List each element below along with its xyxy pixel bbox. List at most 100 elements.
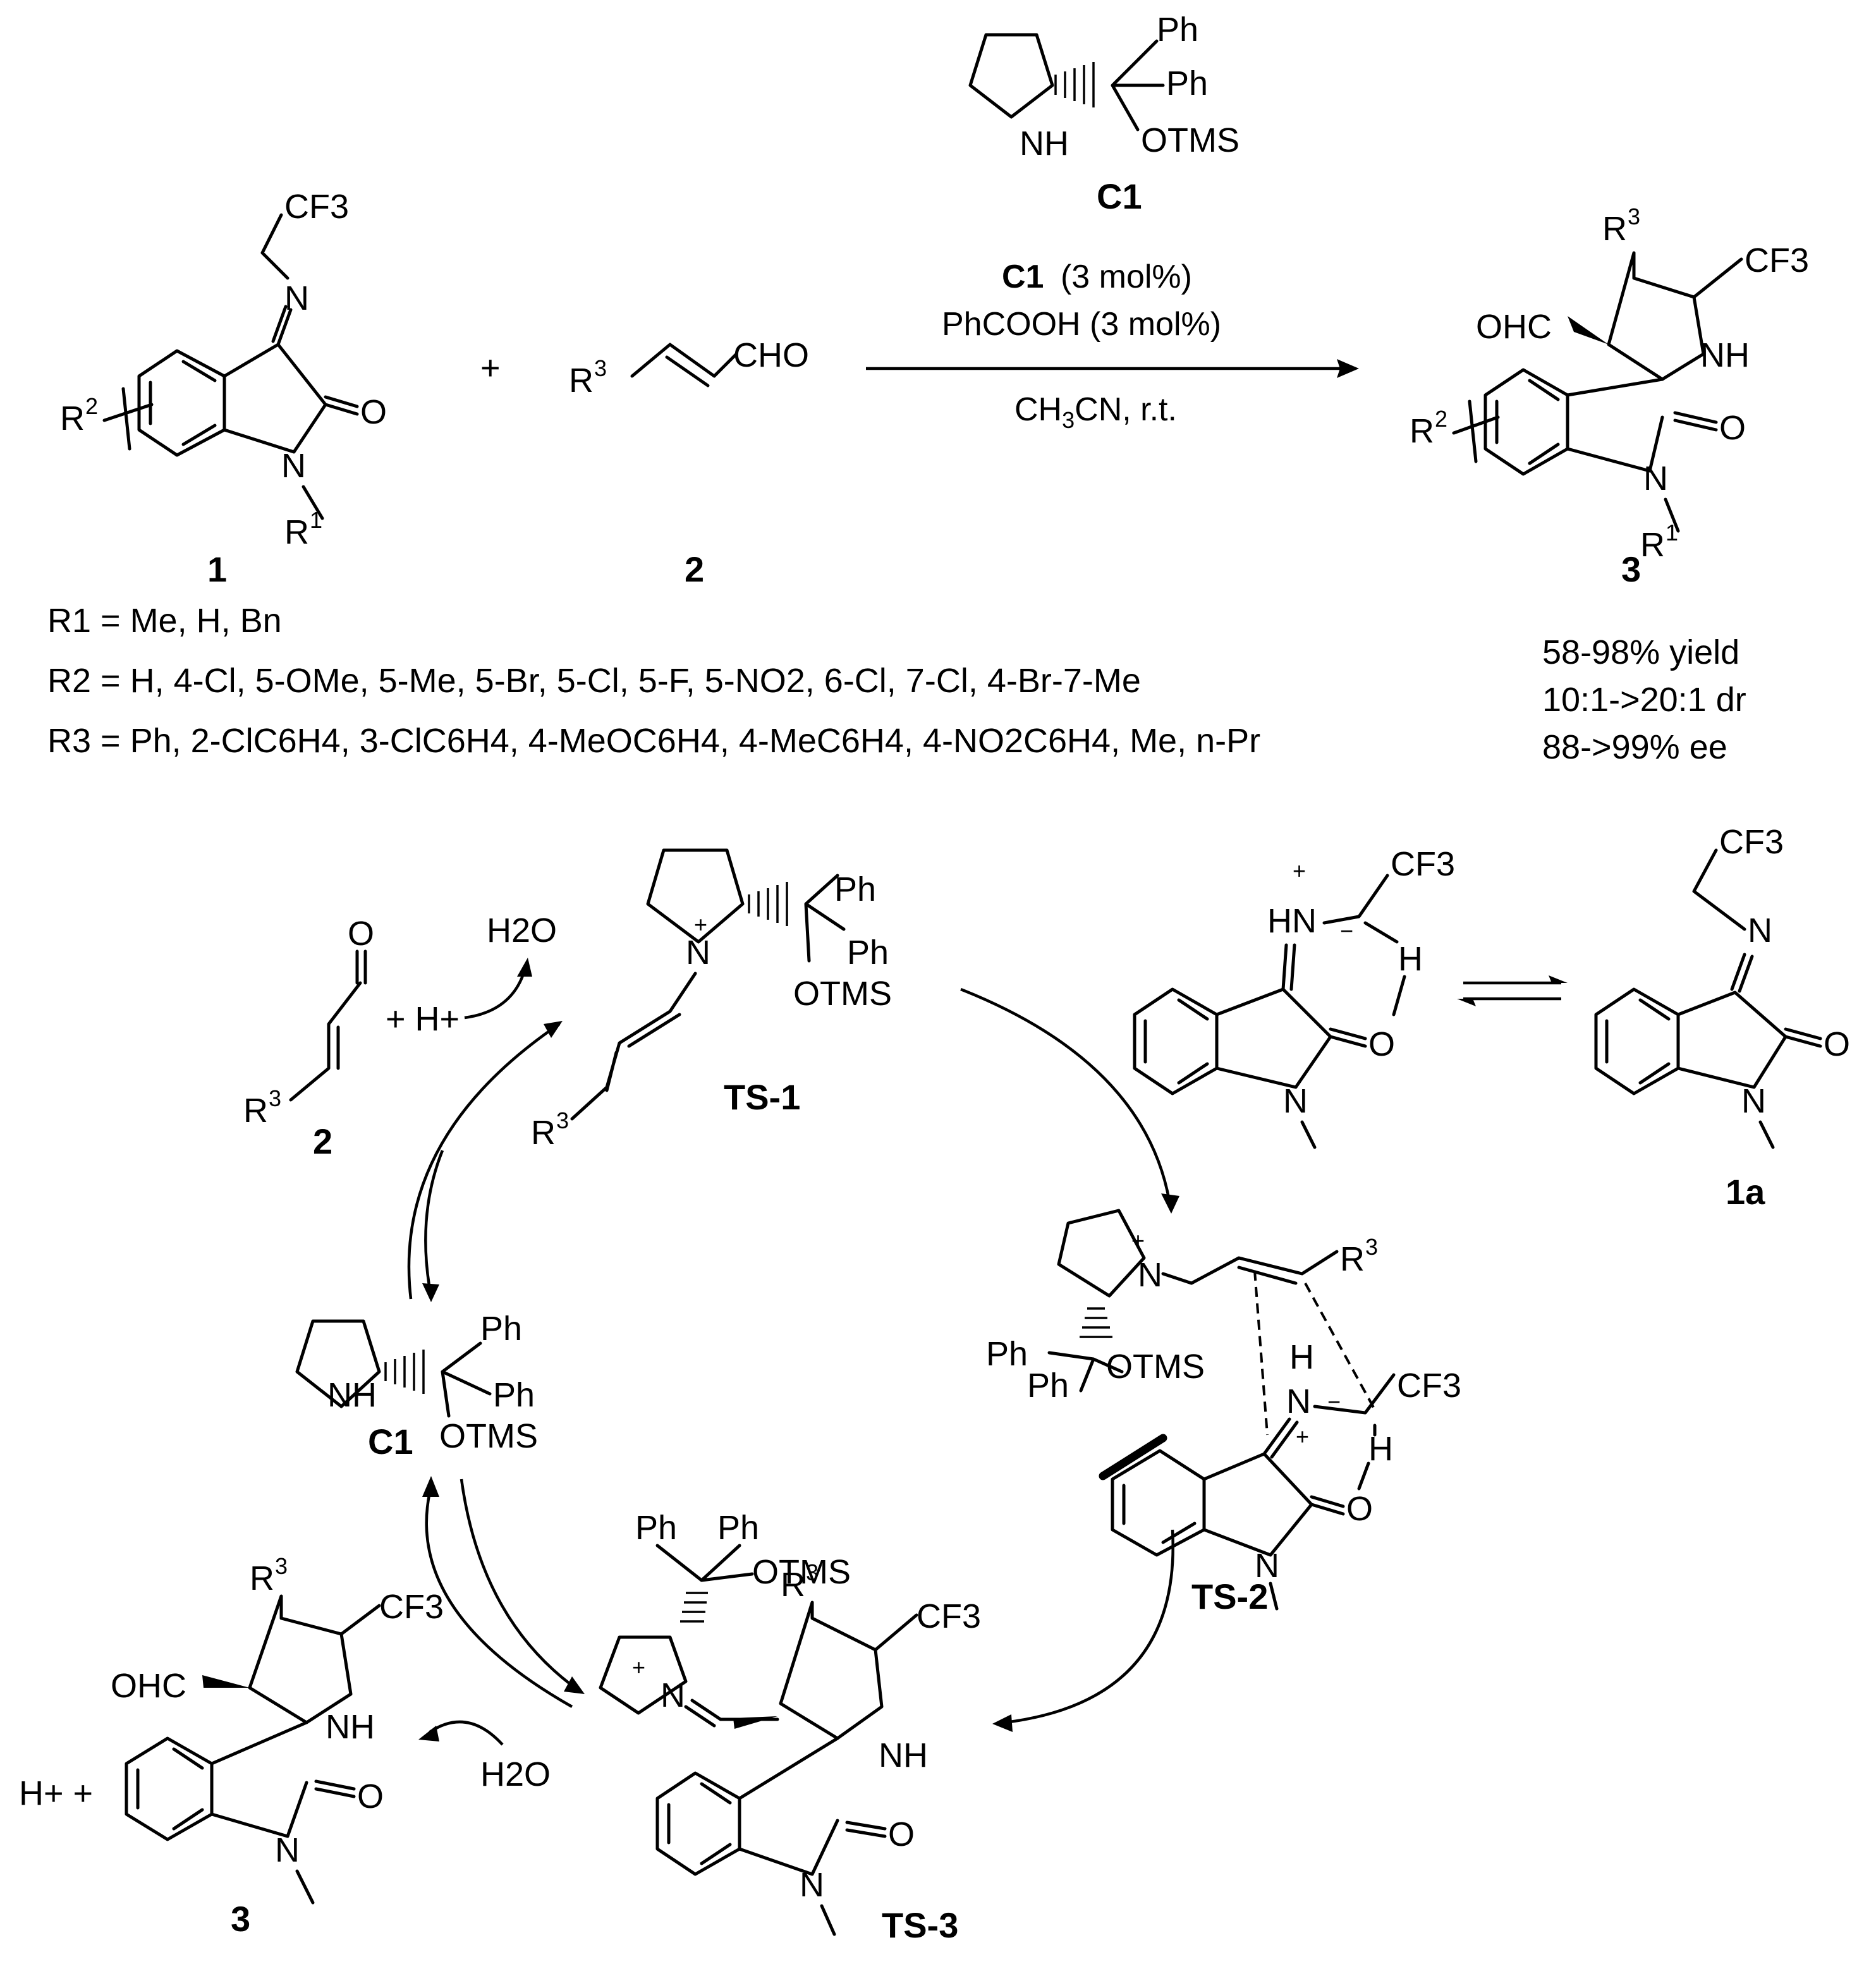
svg-text:3: 3	[269, 1085, 281, 1111]
svg-text:+: +	[1131, 1228, 1145, 1253]
conditions-catalyst: C1	[1002, 259, 1044, 295]
ts-3-r3: R	[781, 1566, 805, 1604]
conditions-loading: (3 mol%)	[1061, 259, 1192, 295]
ts-3-n-ring: N	[800, 1866, 824, 1904]
catalyst-c1-label: C1	[1097, 176, 1142, 216]
cycle-3-n-ring: N	[275, 1831, 300, 1869]
compound-1-cf3: CF3	[284, 188, 349, 226]
conditions-additive: PhCOOH (3 mol%)	[942, 306, 1221, 343]
cycle-3-label: 3	[231, 1899, 250, 1939]
compound-1-r1: R	[284, 513, 309, 551]
cycle-c1-ph-1: Ph	[480, 1310, 522, 1348]
catalyst-ph-mid: Ph	[1166, 64, 1208, 102]
cycle-h-plus-product: H+ +	[19, 1774, 93, 1812]
ts-2-label: TS-2	[1191, 1577, 1268, 1616]
compound-1a-n: N	[1748, 912, 1772, 949]
catalyst-ph-top: Ph	[1157, 11, 1198, 49]
ts-2-structure: N + R 3 Ph Ph OTMS H N + − CF3 H O N TS-…	[986, 1209, 1461, 1616]
enol-n: N	[1283, 1082, 1308, 1120]
arrow-ts1-to-ts2	[960, 987, 1171, 1202]
ts-2-cf3: CF3	[1397, 1367, 1461, 1405]
cycle-3-cf3: CF3	[379, 1588, 444, 1626]
compound-1-n-ring: N	[281, 447, 306, 485]
svg-text:C1 (3 mol%): C1 (3 mol%)	[1002, 259, 1192, 295]
ts-2-n-plus: N	[1286, 1382, 1311, 1420]
cycle-2-r3: R	[243, 1092, 268, 1130]
hydrolysis-h2o: H2O	[418, 1720, 551, 1793]
svg-text:3: 3	[1628, 204, 1640, 229]
cycle-product-3-structure: R 3 CF3 OHC NH O N 3 H+ +	[19, 1553, 444, 1939]
cycle-c1-label: C1	[368, 1422, 413, 1461]
cycle-c1-structure: NH Ph Ph OTMS C1	[295, 1310, 538, 1461]
enol-o: O	[1368, 1025, 1395, 1063]
r1-definition: R1 = Me, H, Bn	[47, 602, 282, 640]
ts-1-ph-2: Ph	[847, 934, 889, 972]
results-summary: 58-98% yield 10:1->20:1 dr 88->99% ee	[1542, 633, 1746, 766]
svg-text:+: +	[694, 912, 707, 937]
svg-text:2: 2	[1435, 406, 1447, 432]
compound-1-structure: N CF3 O N R 1 R 2 1	[60, 188, 387, 589]
cycle-c1-ts3-arrows	[422, 1476, 585, 1708]
svg-text:3: 3	[806, 1559, 819, 1585]
enol-cf3: CF3	[1391, 845, 1455, 883]
enol-tautomer-structure: HN + − CF3 H O N	[1133, 845, 1455, 1149]
cycle-h2o-bottom: H2O	[480, 1755, 551, 1793]
compound-1a-o: O	[1824, 1025, 1850, 1063]
ts-2-r3: R	[1340, 1240, 1365, 1278]
catalyst-nh-label: NH	[1020, 125, 1069, 162]
ts-1-n: N	[686, 934, 710, 972]
conditions-solvent: CH3CN, r.t.	[1014, 391, 1177, 433]
svg-text:+: +	[632, 1654, 645, 1680]
ts-3-structure: Ph Ph OTMS N + R 3 CF3 NH O N TS-3	[599, 1509, 981, 1945]
ts-2-o: O	[1346, 1490, 1373, 1528]
ts-2-n-ring: N	[1255, 1547, 1279, 1585]
tautomer-equilibrium	[1457, 975, 1568, 1006]
ts-3-nh: NH	[879, 1736, 928, 1774]
svg-text:3: 3	[275, 1553, 288, 1579]
enol-h: H	[1398, 940, 1423, 978]
compound-2-structure: R 3 CHO 2	[569, 336, 809, 589]
ts-3-ph-2: Ph	[717, 1509, 759, 1547]
substituent-definitions: R1 = Me, H, Bn R2 = H, 4-Cl, 5-OMe, 5-Me…	[47, 602, 1260, 760]
cycle-3-ohc: OHC	[111, 1667, 186, 1705]
ts-2-ph-1: Ph	[986, 1335, 1028, 1373]
svg-text:−: −	[1327, 1389, 1341, 1415]
cycle-3-nh: NH	[326, 1708, 375, 1746]
compound-1a-cf3: CF3	[1719, 823, 1784, 861]
svg-text:−: −	[1340, 918, 1353, 944]
result-dr: 10:1->20:1 dr	[1542, 681, 1746, 719]
svg-text:+: +	[1293, 858, 1306, 884]
plus-sign-top: +	[480, 349, 501, 387]
svg-text:3: 3	[1365, 1234, 1378, 1260]
product-3-r3: R	[1602, 210, 1627, 248]
r3-definition: R3 = Ph, 2-ClC6H4, 3-ClC6H4, 4-MeOC6H4, …	[47, 722, 1260, 760]
compound-1a-label: 1a	[1726, 1172, 1765, 1212]
cycle-c1-otms: OTMS	[439, 1417, 538, 1455]
result-yield: 58-98% yield	[1542, 633, 1739, 671]
ts-3-ph-1: Ph	[635, 1509, 677, 1547]
svg-text:2: 2	[85, 393, 98, 419]
product-3-r2: R	[1410, 412, 1434, 450]
enol-nh-plus: HN	[1267, 902, 1317, 940]
product-3-n-ring: N	[1643, 460, 1668, 497]
compound-1a-n-ring: N	[1741, 1082, 1766, 1120]
product-3-r1: R	[1640, 526, 1665, 564]
catalyst-c1-structure: NH Ph Ph OTMS C1	[968, 11, 1240, 216]
ts-1-label: TS-1	[724, 1077, 800, 1117]
cycle-2-label: 2	[313, 1121, 332, 1161]
cycle-h-plus: + H+	[386, 1000, 460, 1038]
ts-2-n: N	[1138, 1256, 1162, 1294]
ts-1-structure: N + Ph Ph OTMS R 3 TS-1	[531, 848, 892, 1152]
ts-2-ph-2: Ph	[1027, 1367, 1069, 1405]
svg-text:+: +	[1296, 1424, 1309, 1449]
ts-3-label: TS-3	[882, 1905, 958, 1945]
result-ee: 88->99% ee	[1542, 728, 1727, 766]
cycle-h2o-top: H2O	[487, 912, 557, 949]
product-3-label: 3	[1621, 549, 1641, 589]
svg-text:1: 1	[310, 507, 322, 533]
cycle-2-o: O	[348, 915, 374, 953]
product-3-structure: R 3 CF3 OHC NH O N R 1 R 2 3	[1410, 204, 1809, 589]
cycle-3-r3: R	[250, 1559, 274, 1597]
product-3-cf3: CF3	[1745, 241, 1809, 279]
